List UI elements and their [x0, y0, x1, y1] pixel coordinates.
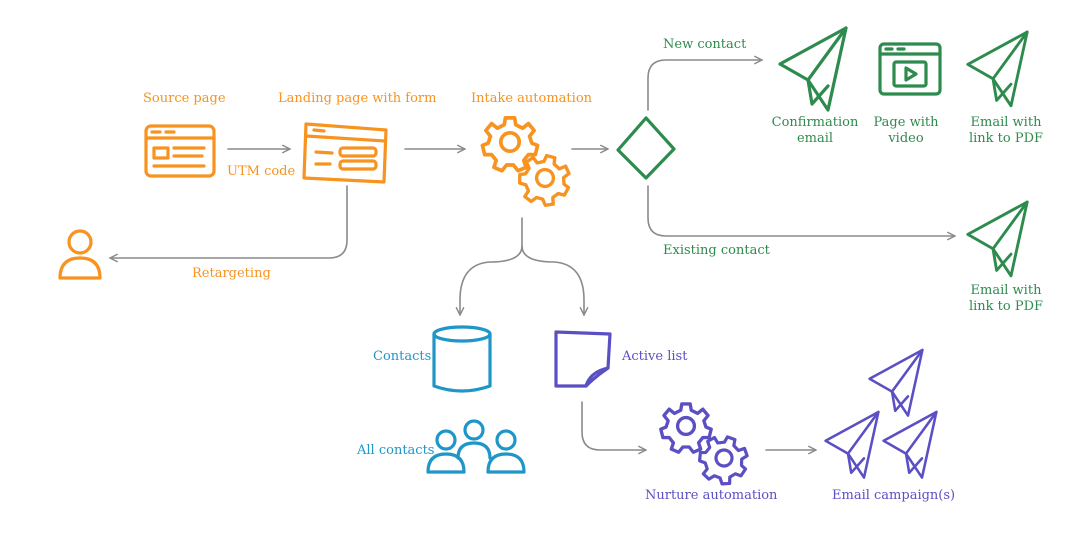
label-landing-page: Landing page with form: [278, 91, 437, 106]
nurture-gears-icon: [659, 402, 756, 492]
decision-diamond-icon: [616, 116, 676, 180]
person-icon: [58, 229, 102, 280]
source-page-browser-icon: [144, 124, 216, 178]
landing-page-form-icon: [302, 122, 388, 184]
label-nurture-automation: Nurture automation: [645, 488, 778, 503]
video-page-icon: [878, 42, 942, 96]
intake-gears-icon: [480, 116, 577, 212]
all-contacts-group-icon: [426, 419, 526, 474]
label-new-contact: New contact: [663, 37, 747, 52]
arrow-retargeting: [109, 185, 348, 263]
active-list-document-icon: [554, 330, 612, 388]
arrow-intake-to-contacts: [455, 217, 523, 316]
label-retargeting: Retargeting: [192, 266, 271, 281]
arrow-new-contact: [647, 55, 763, 111]
label-intake-automation: Intake automation: [471, 91, 593, 106]
arrow-existing-contact: [647, 185, 956, 241]
label-existing-contact: Existing contact: [663, 243, 770, 258]
email-campaign-planes-icon: [824, 348, 938, 479]
existing-pdf-email-plane-icon: [966, 200, 1029, 278]
pdf-email-plane-icon: [966, 30, 1029, 108]
label-utm-code: UTM code: [227, 164, 296, 179]
arrow-intake-to-active-list: [521, 245, 589, 316]
label-email-campaigns: Email campaign(s): [832, 488, 956, 503]
arrow-list-to-nurture: [581, 401, 647, 455]
label-all-contacts: All contacts: [357, 443, 435, 458]
label-confirmation-email: Confirmation email: [771, 115, 859, 146]
label-active-list: Active list: [622, 349, 688, 364]
connector-arrows: [109, 55, 956, 455]
label-source-page: Source page: [143, 91, 226, 106]
confirmation-email-plane-icon: [778, 26, 848, 112]
contacts-database-icon: [432, 325, 492, 393]
label-page-with-video: Page with video: [873, 115, 939, 146]
label-email-pdf-new: Email with link to PDF: [968, 115, 1044, 146]
label-contacts: Contacts: [373, 349, 432, 364]
label-email-pdf-existing: Email with link to PDF: [968, 283, 1044, 314]
